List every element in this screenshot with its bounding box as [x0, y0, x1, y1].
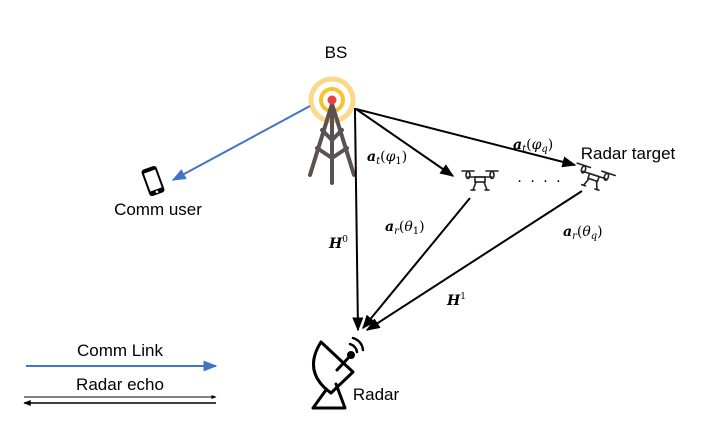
at-phiq-arrow: [355, 108, 577, 168]
ar-theta1-arrow: [362, 197, 471, 330]
smartphone-icon: [141, 165, 165, 197]
h0-channel-arrow: [352, 108, 364, 332]
legend-radar-echo-label: Radar echo: [76, 375, 164, 394]
base-station-tower-icon: [308, 76, 356, 185]
comm-link-arrow: [171, 105, 311, 181]
drone-icon-q: [576, 162, 616, 191]
h1-label: H1: [446, 292, 466, 309]
at-phiq-label: at(φq): [513, 137, 553, 155]
radar-target-label: Radar target: [581, 144, 676, 163]
at-phi1-label: at(φ1): [367, 149, 407, 167]
h0-label: H0: [328, 235, 348, 252]
at-phi1-arrow: [355, 108, 455, 177]
tower-dot: [327, 95, 337, 105]
drone-icon-1: [461, 170, 499, 191]
ar-thetaq-label: ar(θq): [563, 224, 603, 242]
bs-label: BS: [325, 43, 348, 62]
ar-thetaq-arrow: [365, 190, 583, 331]
legend-comm-link-label: Comm Link: [77, 341, 163, 360]
radar-label: Radar: [353, 385, 400, 404]
comm-user-label: Comm user: [114, 200, 202, 219]
ar-theta1-label: ar(θ1): [385, 219, 425, 237]
radar-dish-icon: [311, 336, 365, 410]
drones-ellipsis: . . . .: [517, 170, 562, 186]
legend: Comm Link Radar echo: [23, 341, 218, 406]
